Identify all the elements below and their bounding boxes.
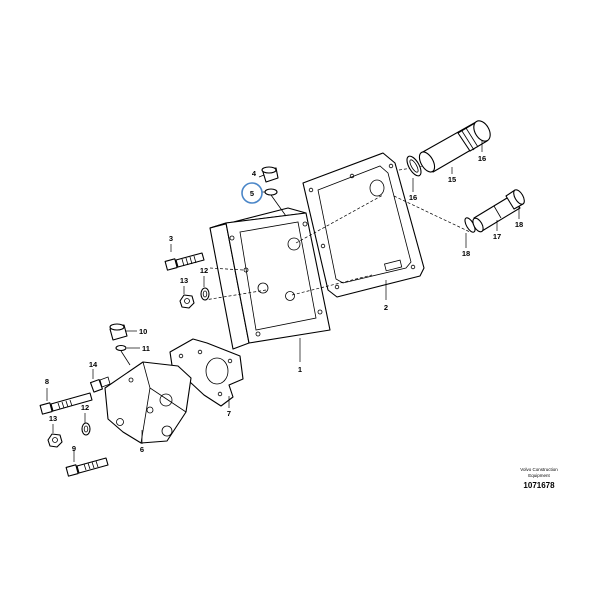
callout-12-upper: 12 bbox=[200, 266, 208, 275]
callout-10: 10 bbox=[139, 327, 147, 336]
cover-plate-part-1 bbox=[209, 207, 331, 350]
caption-line-1: Volvo Construction bbox=[520, 467, 558, 472]
screw-part-3 bbox=[164, 252, 205, 271]
o-ring-part-5 bbox=[264, 188, 278, 196]
plug-part-4 bbox=[261, 166, 279, 183]
callout-9: 9 bbox=[72, 444, 76, 453]
seal-ring-part-16-upper bbox=[406, 155, 422, 177]
o-ring-part-11 bbox=[115, 344, 127, 352]
gasket-part-2 bbox=[302, 152, 425, 298]
callout-8: 8 bbox=[45, 377, 49, 386]
screw-part-9 bbox=[65, 457, 109, 477]
tube-part-15 bbox=[418, 120, 491, 173]
callout-4: 4 bbox=[252, 169, 257, 178]
callout-1: 1 bbox=[298, 365, 302, 374]
washer-part-12-lower bbox=[81, 422, 91, 436]
pin-part-17 bbox=[472, 189, 525, 233]
callout-3: 3 bbox=[169, 234, 173, 243]
callout-13-upper: 13 bbox=[180, 276, 188, 285]
nut-part-13-upper bbox=[179, 294, 195, 309]
callout-15: 15 bbox=[448, 175, 456, 184]
callout-17: 17 bbox=[493, 232, 501, 241]
callout-2: 2 bbox=[384, 303, 388, 312]
callout-18-right: 18 bbox=[515, 220, 523, 229]
caption-line-2: Equipment bbox=[528, 473, 550, 478]
callout-16-upper: 16 bbox=[478, 154, 486, 163]
callout-14: 14 bbox=[89, 360, 98, 369]
plug-part-10 bbox=[109, 323, 128, 341]
callout-11: 11 bbox=[142, 344, 150, 353]
callout-7: 7 bbox=[227, 409, 231, 418]
callout-18-left: 18 bbox=[462, 249, 470, 258]
drawing-caption: Volvo Construction Equipment 1071678 bbox=[520, 467, 558, 490]
callout-12-lower: 12 bbox=[81, 403, 89, 412]
callout-16-lower: 16 bbox=[409, 193, 417, 202]
highlight-circle-part-5 bbox=[241, 182, 263, 204]
callout-5: 5 bbox=[250, 189, 254, 198]
callout-13-lower: 13 bbox=[49, 414, 57, 423]
screw-part-8 bbox=[39, 392, 93, 415]
washer-part-12-upper bbox=[200, 287, 210, 301]
valve-body-part-6 bbox=[104, 361, 192, 444]
nut-part-13-lower bbox=[47, 433, 63, 448]
callout-6: 6 bbox=[140, 445, 144, 454]
fitting-part-14 bbox=[89, 376, 111, 393]
drawing-number: 1071678 bbox=[523, 481, 555, 490]
